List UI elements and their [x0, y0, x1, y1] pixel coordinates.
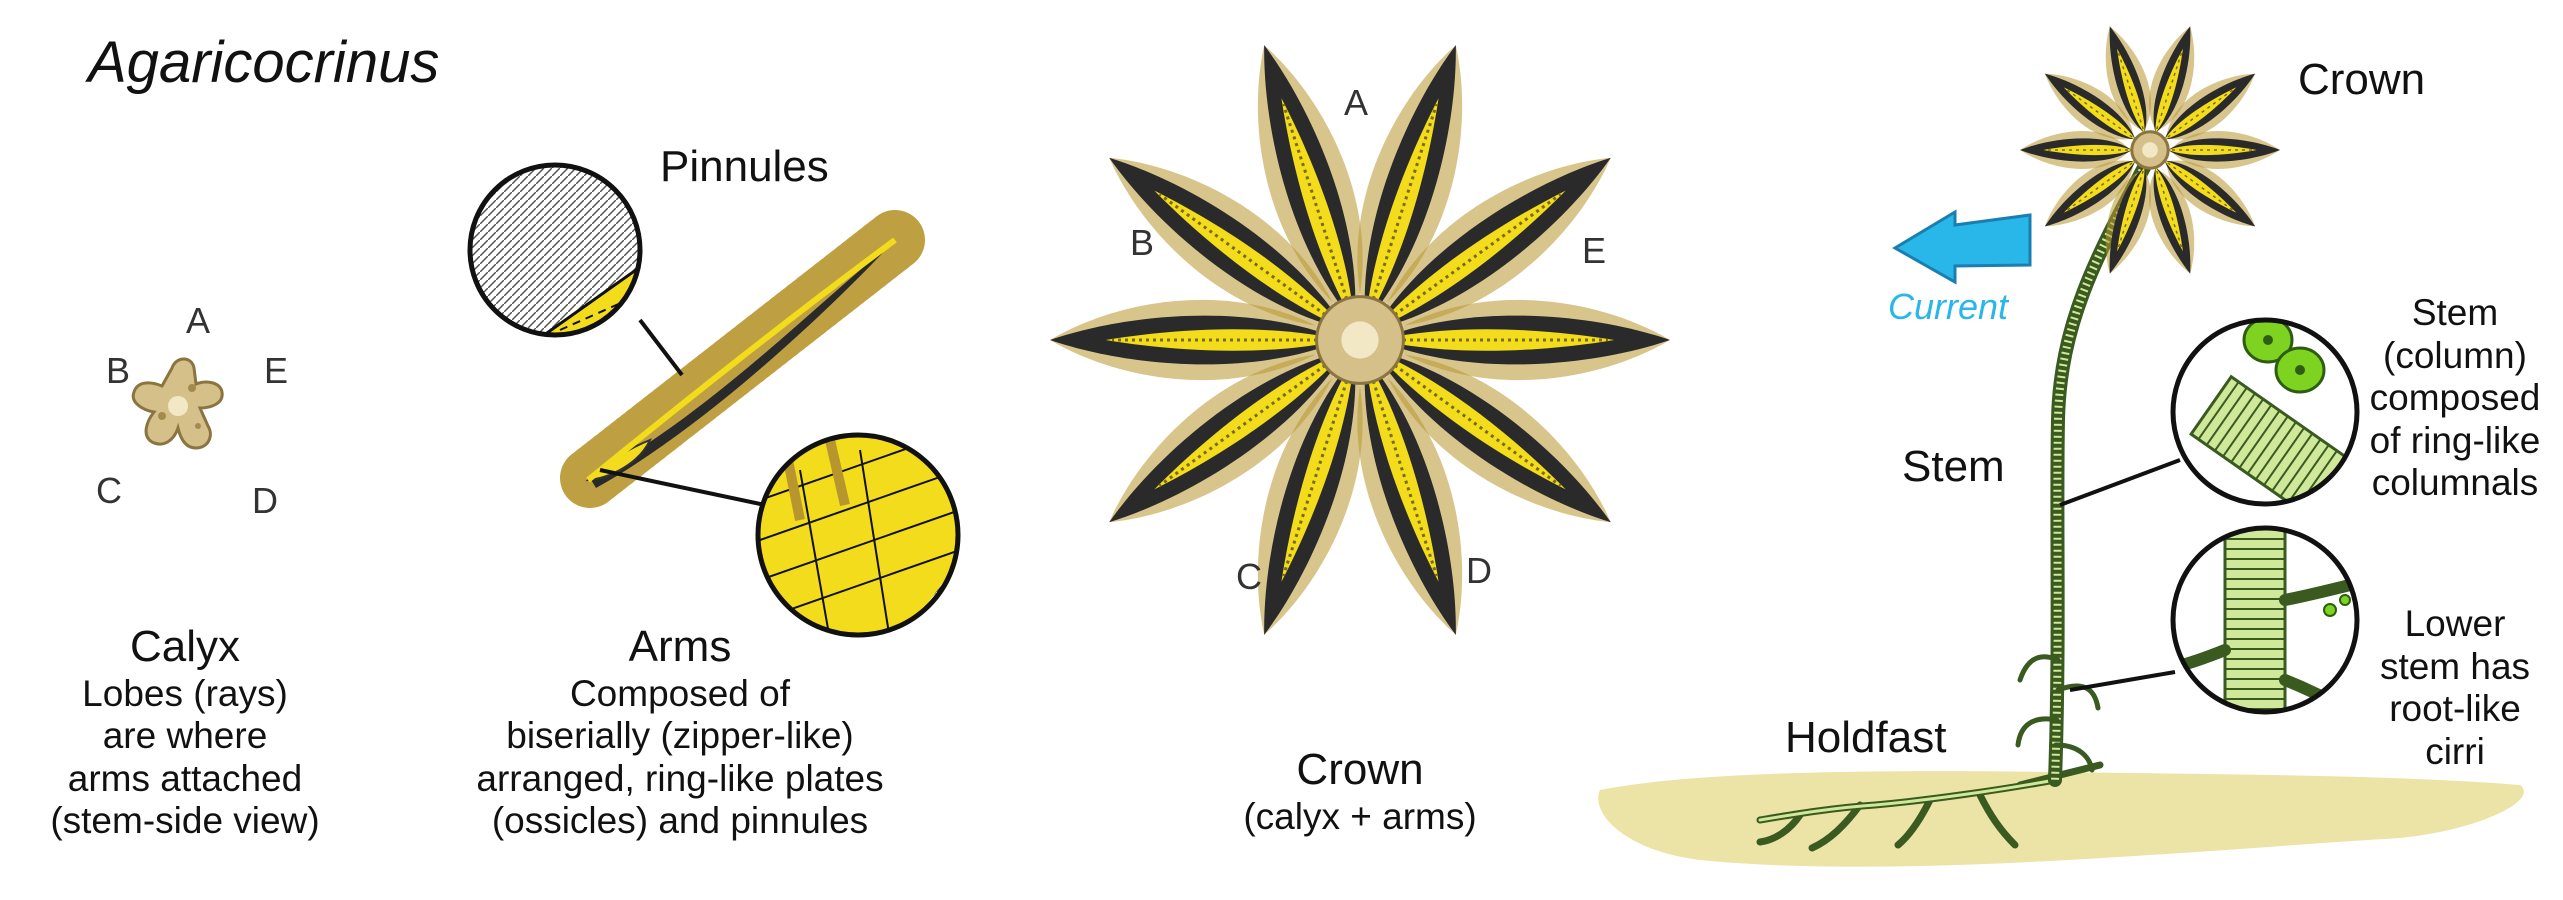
lower-stem-note: Lower stem has root-like cirri: [2375, 603, 2535, 773]
arms-line-2: biserially (zipper-like): [506, 715, 854, 757]
crown-letter-d: D: [1466, 550, 1492, 591]
crown-arm-4: [1374, 350, 1611, 523]
pinnules-label: Pinnules: [660, 142, 829, 191]
current-label: Current: [1888, 286, 2009, 327]
arms-caption: Arms Composed of biserially (zipper-like…: [440, 622, 920, 843]
small-crown-arm-2: [2164, 73, 2256, 140]
crown-arm-8: [1050, 299, 1342, 381]
crown-arm-3: [1378, 299, 1670, 381]
crown-caption: Crown (calyx + arms): [1180, 745, 1540, 838]
lower-note-line-4: cirri: [2425, 730, 2485, 772]
stem-note-line-4: of ring-like: [2369, 419, 2541, 461]
small-crown-arm-10: [2105, 26, 2152, 133]
calyx-letter-d: D: [252, 480, 278, 521]
arms-heading: Arms: [628, 622, 732, 671]
holdfast-label: Holdfast: [1785, 713, 1947, 762]
lower-note-line-2: stem has: [2379, 645, 2531, 687]
calyx-line-2: are where: [102, 715, 268, 757]
small-crown-arm-5: [2148, 167, 2195, 274]
stem-label: Stem: [1902, 442, 2005, 491]
small-crown-arm-4: [2164, 160, 2256, 227]
crown-letter-e: E: [1582, 230, 1607, 271]
calyx-letter-c: C: [96, 470, 122, 511]
calyx-letter-e: E: [264, 350, 289, 391]
calyx-letter-a: A: [186, 300, 211, 341]
lower-note-line-1: Lower: [2404, 603, 2506, 644]
calyx-line-1: Lobes (rays): [82, 672, 288, 714]
calyx-caption: Calyx Lobes (rays) are where arms attach…: [40, 622, 330, 843]
whole-crown-label: Crown: [2298, 55, 2426, 104]
crown-icon: [1050, 45, 1670, 635]
small-crown-icon: [2020, 26, 2280, 274]
small-crown-arm-3: [2168, 131, 2280, 169]
stem-note-line-2: (column): [2383, 334, 2527, 376]
small-crown-arm-7: [2044, 160, 2136, 227]
stem-note-line-5: columnals: [2371, 462, 2539, 504]
arm-icon: [560, 210, 925, 508]
lower-note-line-3: root-like: [2389, 688, 2521, 730]
ossicle-callout: [755, 432, 961, 638]
stem-note: Stem (column) composed of ring-like colu…: [2355, 292, 2555, 505]
arms-line-4: (ossicles) and pinnules: [491, 800, 869, 842]
small-crown-arm-9: [2044, 73, 2136, 140]
calyx-line-3: arms attached: [67, 757, 303, 799]
current-arrow-icon: [1892, 209, 2032, 285]
calyx-heading: Calyx: [129, 622, 241, 671]
stem-note-line-3: composed: [2369, 377, 2541, 419]
stem-note-line-1: Stem: [2411, 292, 2499, 333]
seafloor: [1598, 771, 2524, 867]
pinnule-callout: [467, 162, 643, 338]
calyx-line-4: (stem-side view): [50, 800, 320, 842]
crown-arm-7: [1109, 350, 1346, 523]
calyx-icon: [131, 357, 224, 450]
calyx-letter-b: B: [106, 350, 131, 391]
crown-arm-9: [1109, 157, 1346, 330]
crown-heading: Crown: [1296, 745, 1424, 794]
arms-line-1: Composed of: [569, 672, 791, 714]
crown-letter-c: C: [1236, 556, 1262, 597]
crown-arm-2: [1374, 157, 1611, 330]
diagram-title: Agaricocrinus: [88, 30, 440, 95]
crown-letter-a: A: [1344, 82, 1369, 123]
lower-stem-callout: [2170, 525, 2360, 715]
crown-arm-10: [1257, 45, 1363, 323]
crown-sub: (calyx + arms): [1243, 795, 1477, 837]
crown-arm-1: [1357, 45, 1463, 323]
arms-line-3: arranged, ring-like plates: [476, 757, 884, 799]
crown-arm-5: [1357, 357, 1463, 635]
crown-letter-b: B: [1130, 222, 1155, 263]
crown-arm-6: [1257, 357, 1363, 635]
small-crown-arm-8: [2020, 131, 2132, 169]
